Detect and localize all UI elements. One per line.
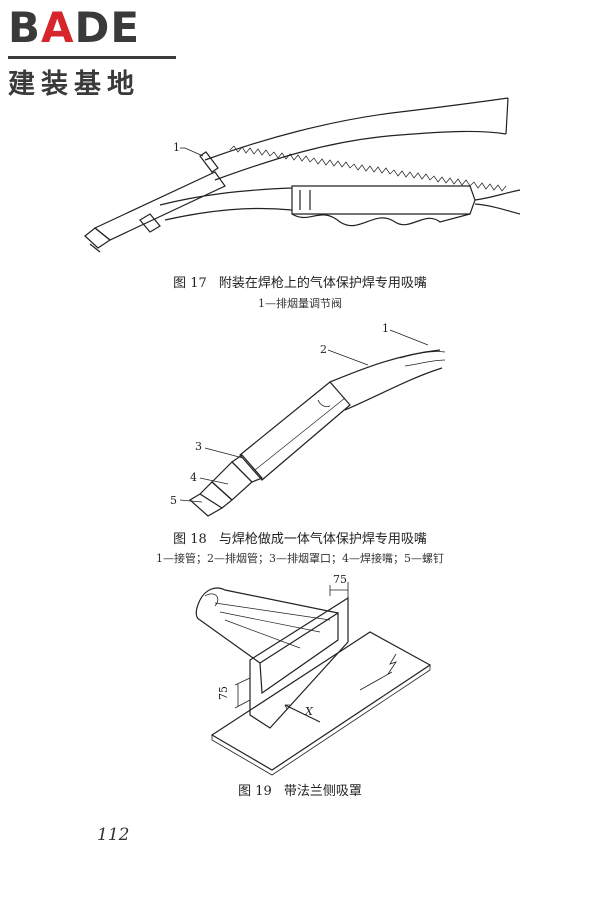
figure-17-title: 附装在焊枪上的气体保护焊专用吸嘴 xyxy=(218,276,427,291)
dimension-label: X xyxy=(304,705,314,718)
callout-label: 3 xyxy=(195,440,202,453)
callout-label: 5 xyxy=(170,494,177,507)
figure-17-note: 1—排烟量调节阀 xyxy=(258,297,342,310)
callout-label: 1 xyxy=(173,141,180,154)
page-number: 112 xyxy=(97,825,130,845)
figure-19-title: 带法兰侧吸罩 xyxy=(283,784,362,799)
dimension-label: 75 xyxy=(217,686,230,700)
figure-18-title: 与焊枪做成一体气体保护焊专用吸嘴 xyxy=(218,532,427,547)
publisher-logo: BADE 建装基地 xyxy=(8,3,176,100)
figure-17-number: 图 17 xyxy=(173,276,207,291)
figure-18-caption: 图 18 与焊枪做成一体气体保护焊专用吸嘴 xyxy=(0,528,600,547)
logo-divider xyxy=(8,56,176,59)
figure-18-number: 图 18 xyxy=(173,532,207,547)
figure-17-caption: 图 17 附装在焊枪上的气体保护焊专用吸嘴 xyxy=(0,272,600,291)
callout-label: 2 xyxy=(320,343,327,356)
callout-label: 4 xyxy=(190,471,197,484)
callout-label: 1 xyxy=(382,322,389,335)
logo-subtitle: 建装基地 xyxy=(8,69,140,100)
figure-19-caption: 图 19 带法兰侧吸罩 xyxy=(0,780,600,799)
figure-19-number: 图 19 xyxy=(238,784,272,799)
dimension-label: 75 xyxy=(333,573,347,586)
logo-wordmark: BADE xyxy=(8,3,141,52)
figure-18-note: 1—接管；2—排烟管；3—排烟罩口；4—焊接嘴；5—螺钉 xyxy=(156,552,444,565)
